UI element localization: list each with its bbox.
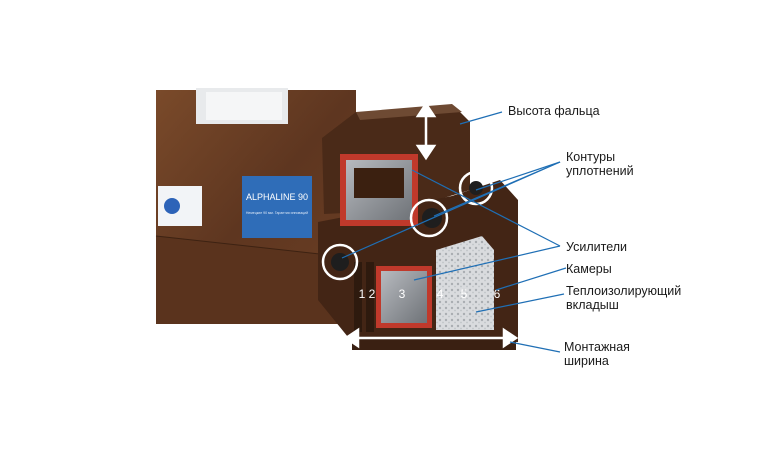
- seal-contours-label-line2: уплотнений: [566, 164, 634, 178]
- chamber-number: 4: [437, 287, 444, 301]
- insulating-insert: [436, 236, 494, 330]
- callout-lines: [341, 111, 567, 353]
- mounting-width-label-line1: Монтажная: [564, 340, 630, 354]
- mounting-width-label-line2: ширина: [564, 354, 609, 368]
- rebate-height-label: Высота фальца: [508, 104, 600, 118]
- chamber-number: 5: [461, 287, 468, 301]
- brand-seal-icon: [164, 198, 180, 214]
- chamber-number: 2: [369, 287, 376, 301]
- profile-cross-section: [318, 104, 518, 350]
- seal-contours-label-line1: Контуры: [566, 150, 616, 164]
- brand-label: ALPHALINE 90: [246, 192, 308, 202]
- chamber-numbers: 1 2 3 4 5 6: [359, 287, 501, 301]
- chamber-number: 1: [359, 287, 366, 301]
- reinforcements-label: Усилители: [566, 240, 628, 254]
- insulating-insert-label-line2: вкладыш: [566, 298, 619, 312]
- brand-sticker: ALPHALINE 90 Немецкие 90 мм. Гарантия ин…: [158, 176, 312, 238]
- brand-sublabel: Немецкие 90 мм. Гарантия инноваций: [246, 211, 308, 215]
- rebate-height-arrow: [415, 101, 437, 161]
- insulating-insert-label-line1: Теплоизолирующий: [566, 284, 682, 298]
- chambers-label: Камеры: [566, 262, 612, 276]
- chamber-number: 3: [399, 287, 406, 301]
- chamber-number: 6: [494, 287, 501, 301]
- seal-top: [469, 181, 483, 195]
